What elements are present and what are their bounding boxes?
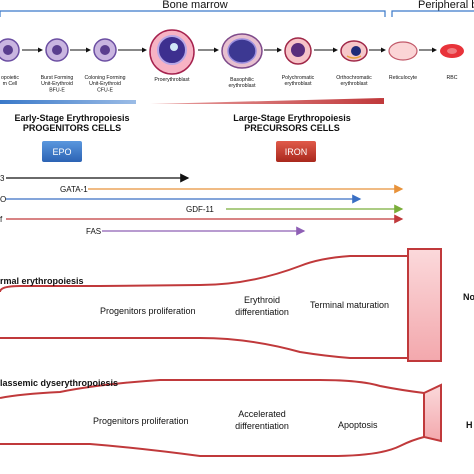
cell-label-poly: Polychromatic [282,75,315,81]
normal-phase-2a: Erythroid [244,295,280,305]
regulator-label-5: f [0,215,3,224]
svg-text:IRON: IRON [285,147,308,157]
cell-reticulocyte [388,41,418,61]
thal-title: lassemic dyserythropoiesis [0,378,118,388]
cell-label-bfue: Burst Forming [41,75,74,81]
cell-label-bfue: Unit-Erythroid [41,81,73,87]
cell-label-cfue: Unit-Erythroid [89,81,121,87]
cell-proerythroblast [149,29,195,75]
cell-cfue [93,38,117,62]
thal-phase-3: Apoptosis [338,420,378,430]
cell-orthochromatic [340,40,368,62]
early-stage-sub: PROGENITORS CELLS [23,123,121,133]
regulator-label-fas: FAS [86,227,101,236]
normal-band [0,248,442,362]
cell-label-stem: m Cell [3,81,18,87]
thal-phase-2a: Accelerated [238,409,286,419]
bone-marrow-label: Bone marrow [162,0,227,11]
thal-phase-1: Progenitors proliferation [93,416,189,426]
cell-label-baso: Basophilic [230,77,254,83]
peripheral-blood-label: Peripheral blood [418,0,474,11]
header-brackets [0,10,474,17]
regulator-label-gata1: GATA-1 [60,185,88,194]
regulator-label-gdf11: GDF-11 [186,205,214,214]
cell-label-baso: erythroblast [228,83,256,89]
normal-side-label: No [463,292,474,302]
normal-title: rmal erythropoiesis [0,276,84,286]
svg-text:EPO: EPO [52,147,71,157]
cell-bfue [45,38,69,62]
cell-label-cfue: CFU-E [97,87,113,93]
early-stage-bar [0,100,136,104]
late-stage-title: Large-Stage Erythropoiesis [233,113,351,123]
epo-badge: EPO [42,141,82,162]
regulator-label-1: 3 [0,174,5,183]
cell-polychromatic [284,37,312,65]
thal-phase-2b: differentiation [235,421,289,431]
cell-label-stem: opoietic [1,75,19,81]
thal-band [0,379,442,457]
thal-side-label: H [466,420,473,430]
cell-label-cfue: Coloning Forming [85,75,126,81]
cell-rbc [440,44,464,58]
cell-label-ortho: Orthochromatic [336,75,372,81]
cell-label-ortho: erythroblast [340,81,368,87]
cell-label-poly: erythroblast [284,81,312,87]
cell-label-bfue: BFU-E [49,87,65,93]
cell-stem [0,38,20,62]
regulator-arrows [6,173,404,236]
cell-basophilic [221,33,263,69]
cell-label-rbc: RBC [447,75,458,81]
late-stage-wedge [150,98,384,104]
early-stage-title: Early-Stage Erythropoiesis [14,113,129,123]
normal-phase-1: Progenitors proliferation [100,306,196,316]
cell-label-pro: Proerythroblast [154,77,190,83]
cell-label-retic: Reticulocyte [389,75,417,81]
iron-badge: IRON [276,141,316,162]
regulator-label-3: O [0,195,6,204]
normal-phase-2b: differentiation [235,307,289,317]
late-stage-sub: PRECURSORS CELLS [244,123,340,133]
normal-phase-3: Terminal maturation [310,300,389,310]
